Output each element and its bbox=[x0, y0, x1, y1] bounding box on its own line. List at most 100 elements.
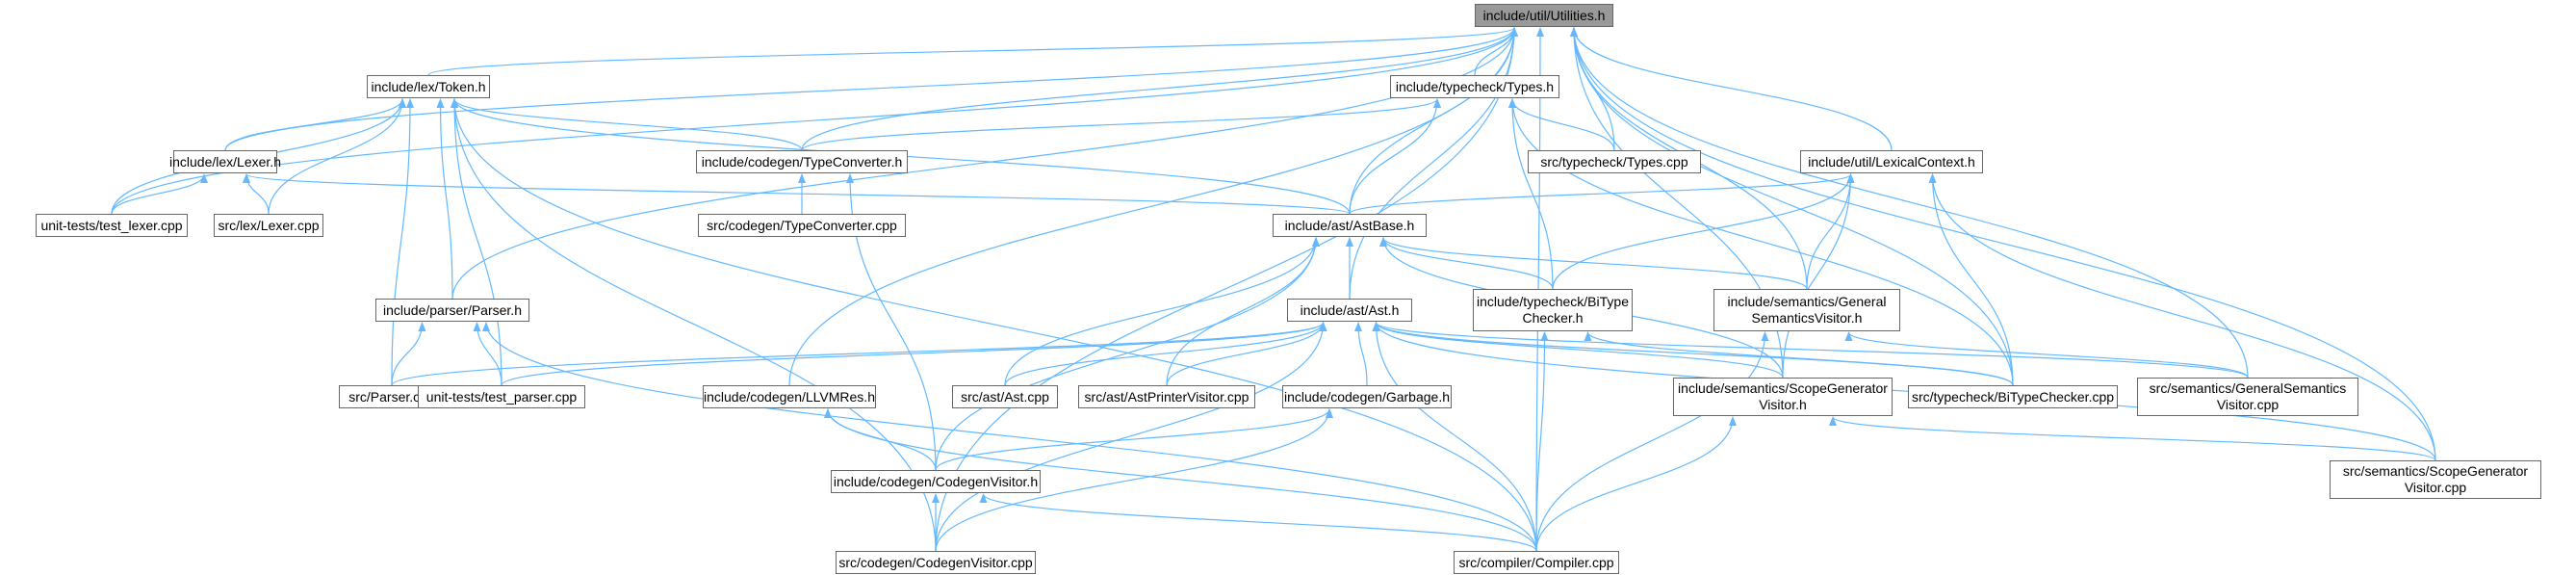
graph-node-typeconverter-h[interactable]: include/codegen/TypeConverter.h bbox=[696, 150, 908, 173]
dependency-edge-parser_cpp-to-token bbox=[391, 98, 414, 386]
dependency-edge-bitypechecker_h-to-types_h bbox=[1508, 98, 1554, 290]
dependency-edge-typeconverter_h-to-token bbox=[451, 98, 803, 151]
dependency-edge-parser_cpp-to-parser_h bbox=[391, 322, 426, 386]
dependency-edge-ast_cpp-to-astbase bbox=[1004, 237, 1320, 386]
dependency-edge-typeconverter_h-to-types_h bbox=[801, 98, 1441, 151]
graph-node-codegenvisitor-h[interactable]: include/codegen/CodegenVisitor.h bbox=[831, 470, 1041, 493]
dependency-edge-bitypechecker_cpp-to-utilities bbox=[1570, 27, 2014, 386]
node-label: src/lex/Lexer.cpp bbox=[218, 217, 320, 233]
dependency-edge-lexer_cpp-to-lexer_h bbox=[243, 173, 270, 215]
graph-node-lexer-cpp[interactable]: src/lex/Lexer.cpp bbox=[214, 214, 323, 237]
graph-node-types-h[interactable]: include/typecheck/Types.h bbox=[1390, 75, 1559, 98]
dependency-edge-scopegen_h-to-ast_h bbox=[1372, 322, 1784, 379]
dependency-edge-bitypechecker_cpp-to-lexicalcontext bbox=[1928, 173, 2014, 386]
dependency-edge-scopegen_cpp-to-lexicalcontext bbox=[1928, 173, 2436, 461]
dependency-edge-generalsemantics_h-to-lexicalcontext bbox=[1806, 173, 1855, 290]
graph-node-bitypechecker-cpp[interactable]: src/typecheck/BiTypeChecker.cpp bbox=[1908, 385, 2118, 408]
dependency-edge-garbage-to-ast_h bbox=[1354, 322, 1368, 386]
graph-node-typeconverter-cpp[interactable]: src/codegen/TypeConverter.cpp bbox=[698, 214, 906, 237]
dependency-edge-codegenvisitor_cpp-to-garbage bbox=[935, 408, 1333, 552]
dependency-edge-compiler_cpp-to-scopegen_h bbox=[1535, 416, 1737, 552]
node-label: include/ast/Ast.h bbox=[1300, 301, 1400, 318]
graph-node-parser-h[interactable]: include/parser/Parser.h bbox=[375, 299, 529, 322]
node-label: src/typecheck/BiTypeChecker.cpp bbox=[1911, 388, 2115, 405]
node-label: src/semantics/ScopeGenerator Visitor.cpp bbox=[2342, 463, 2529, 495]
dependency-edge-generalsemantics_cpp-to-ast_h bbox=[1372, 322, 2249, 379]
dependency-edge-astbase-to-types_h bbox=[1349, 98, 1441, 215]
edge-layer bbox=[111, 27, 2436, 552]
graph-node-compiler-cpp[interactable]: src/compiler/Compiler.cpp bbox=[1454, 551, 1619, 574]
graph-node-lexicalcontext[interactable]: include/util/LexicalContext.h bbox=[1800, 150, 1983, 173]
dependency-edge-compiler_cpp-to-llvmres bbox=[824, 408, 1537, 552]
graph-node-token[interactable]: include/lex/Token.h bbox=[367, 75, 490, 98]
dependency-edge-codegenvisitor_cpp-to-token bbox=[451, 98, 937, 552]
graph-node-generalsemantics-h[interactable]: include/semantics/General SemanticsVisit… bbox=[1713, 289, 1900, 331]
dependency-edge-scopegen_cpp-to-ast_h bbox=[1372, 322, 2436, 461]
node-label: include/semantics/General SemanticsVisit… bbox=[1727, 294, 1887, 326]
graph-node-scopegen-cpp[interactable]: src/semantics/ScopeGenerator Visitor.cpp bbox=[2330, 460, 2541, 499]
graph-node-garbage[interactable]: include/codegen/Garbage.h bbox=[1282, 385, 1452, 408]
node-label: include/parser/Parser.h bbox=[383, 301, 522, 318]
node-label: include/ast/AstBase.h bbox=[1284, 217, 1415, 233]
node-label: src/codegen/TypeConverter.cpp bbox=[707, 217, 897, 233]
node-label: include/typecheck/BiType Checker.h bbox=[1477, 294, 1629, 326]
graph-node-ast-cpp[interactable]: src/ast/Ast.cpp bbox=[952, 385, 1058, 408]
dependency-edge-test_lexer-to-utilities bbox=[111, 27, 1518, 215]
graph-node-codegenvisitor-cpp[interactable]: src/codegen/CodegenVisitor.cpp bbox=[836, 551, 1036, 574]
graph-node-lexer-h[interactable]: include/lex/Lexer.h bbox=[169, 150, 281, 173]
graph-node-ast-h[interactable]: include/ast/Ast.h bbox=[1287, 299, 1412, 322]
dependency-edge-bitypechecker_h-to-astbase bbox=[1379, 237, 1554, 290]
graph-node-bitypechecker-h[interactable]: include/typecheck/BiType Checker.h bbox=[1473, 289, 1633, 331]
graph-node-test-parser[interactable]: unit-tests/test_parser.cpp bbox=[418, 385, 585, 408]
graph-node-astprinter-cpp[interactable]: src/ast/AstPrinterVisitor.cpp bbox=[1078, 385, 1255, 408]
dependency-edge-token-to-utilities bbox=[427, 27, 1518, 76]
graph-node-generalsemantics-cpp[interactable]: src/semantics/GeneralSemantics Visitor.c… bbox=[2137, 378, 2358, 416]
node-label: unit-tests/test_parser.cpp bbox=[425, 388, 578, 405]
node-label: include/util/Utilities.h bbox=[1482, 7, 1606, 23]
graph-node-scopegen-h[interactable]: include/semantics/ScopeGenerator Visitor… bbox=[1673, 378, 1893, 416]
graph-node-llvmres[interactable]: include/codegen/LLVMRes.h bbox=[703, 385, 876, 408]
node-label: include/codegen/Garbage.h bbox=[1283, 388, 1451, 405]
dependency-edge-compiler_cpp-to-parser_h bbox=[482, 322, 1537, 552]
dependency-edge-compiler_cpp-to-codegenvisitor_h bbox=[979, 493, 1537, 552]
dependency-edge-test_parser-to-token bbox=[451, 98, 502, 386]
dependency-edge-test_parser-to-parser_h bbox=[473, 322, 502, 386]
dependency-edge-test_lexer-to-lexer_h bbox=[111, 173, 208, 215]
dependency-edge-compiler_cpp-to-bitypechecker_h bbox=[1535, 331, 1549, 552]
dependency-edge-codegenvisitor_cpp-to-utilities bbox=[935, 27, 1518, 552]
node-label: src/semantics/GeneralSemantics Visitor.c… bbox=[2149, 380, 2347, 412]
dependency-edge-lexer_h-to-token bbox=[224, 98, 406, 151]
dependency-edge-bitypechecker_h-to-lexicalcontext bbox=[1552, 173, 1855, 290]
graph-node-astbase[interactable]: include/ast/AstBase.h bbox=[1273, 214, 1427, 237]
dependency-edge-compiler_cpp-to-token bbox=[451, 98, 1537, 552]
node-label: include/codegen/CodegenVisitor.h bbox=[833, 473, 1039, 489]
node-label: include/typecheck/Types.h bbox=[1395, 78, 1555, 94]
dependency-edge-codegenvisitor_h-to-astbase bbox=[935, 237, 1320, 471]
dependency-edge-ast_cpp-to-ast_h bbox=[1004, 322, 1327, 386]
node-label: include/lex/Lexer.h bbox=[169, 153, 281, 170]
node-label: src/ast/Ast.cpp bbox=[961, 388, 1049, 405]
node-label: src/ast/AstPrinterVisitor.cpp bbox=[1084, 388, 1249, 405]
dependency-edge-types_cpp-to-types_h bbox=[1508, 98, 1615, 151]
dependency-edge-compiler_cpp-to-ast_h bbox=[1372, 322, 1537, 552]
dependency-edge-lexicalcontext-to-utilities bbox=[1570, 27, 1893, 151]
graph-node-types-cpp[interactable]: src/typecheck/Types.cpp bbox=[1528, 150, 1701, 173]
node-label: src/typecheck/Types.cpp bbox=[1540, 153, 1688, 170]
node-label: include/lex/Token.h bbox=[371, 78, 486, 94]
dependency-edge-generalsemantics_cpp-to-utilities bbox=[1570, 27, 2249, 379]
dependency-edge-typeconverter_h-to-utilities bbox=[801, 27, 1518, 151]
dependency-edge-generalsemantics_h-to-astbase bbox=[1379, 237, 1808, 290]
node-label: unit-tests/test_lexer.cpp bbox=[40, 217, 183, 233]
dependency-edge-generalsemantics_cpp-to-generalsemantics_h bbox=[1844, 331, 2249, 379]
dependency-edge-scopegen_cpp-to-utilities bbox=[1570, 27, 2436, 461]
dependency-edge-compiler_cpp-to-generalsemantics_h bbox=[1535, 331, 1769, 552]
graph-node-test-lexer[interactable]: unit-tests/test_lexer.cpp bbox=[36, 214, 188, 237]
dependency-edge-astbase-to-lexer_h bbox=[243, 173, 1351, 215]
dependency-edge-lexer_cpp-to-token bbox=[268, 98, 406, 215]
dependency-edge-parser_h-to-token bbox=[436, 98, 453, 300]
node-label: include/semantics/ScopeGenerator Visitor… bbox=[1678, 380, 1888, 412]
node-label: src/codegen/CodegenVisitor.cpp bbox=[838, 554, 1033, 570]
dependency-edge-scopegen_h-to-lexicalcontext bbox=[1782, 173, 1855, 379]
graph-node-utilities[interactable]: include/util/Utilities.h bbox=[1475, 4, 1613, 27]
dependency-edge-parser_cpp-to-ast_h bbox=[391, 322, 1327, 386]
